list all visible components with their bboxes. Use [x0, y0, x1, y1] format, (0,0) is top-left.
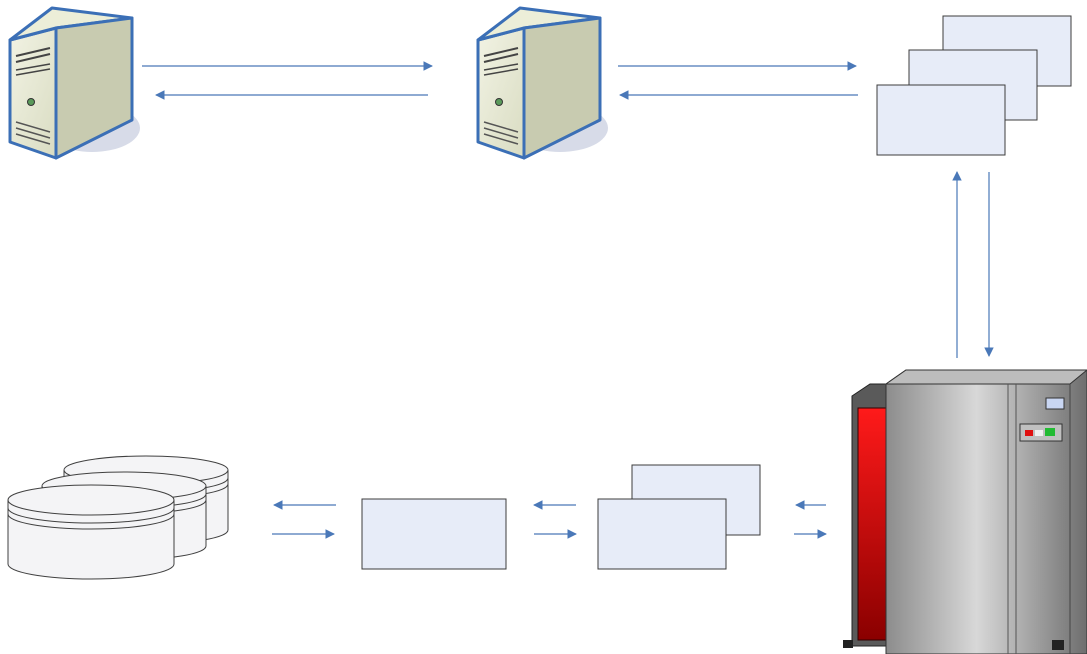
server-1: [8, 6, 140, 160]
server-tower-icon: [8, 6, 134, 160]
server-2: [476, 6, 608, 160]
stack-box: [597, 498, 727, 570]
stack-bottom: [597, 464, 761, 570]
indicator-panel: [1045, 397, 1065, 410]
stack-box: [876, 84, 1006, 156]
stack-top-right: [876, 15, 1072, 156]
connectors: [142, 61, 994, 539]
mainframe: [843, 369, 1087, 654]
box: [361, 498, 507, 570]
mainframe-icon: [843, 369, 1087, 654]
server-tower-icon: [476, 6, 602, 160]
disk-array: [7, 455, 229, 580]
database-disks-icon: [7, 455, 229, 580]
single-box: [361, 498, 507, 570]
